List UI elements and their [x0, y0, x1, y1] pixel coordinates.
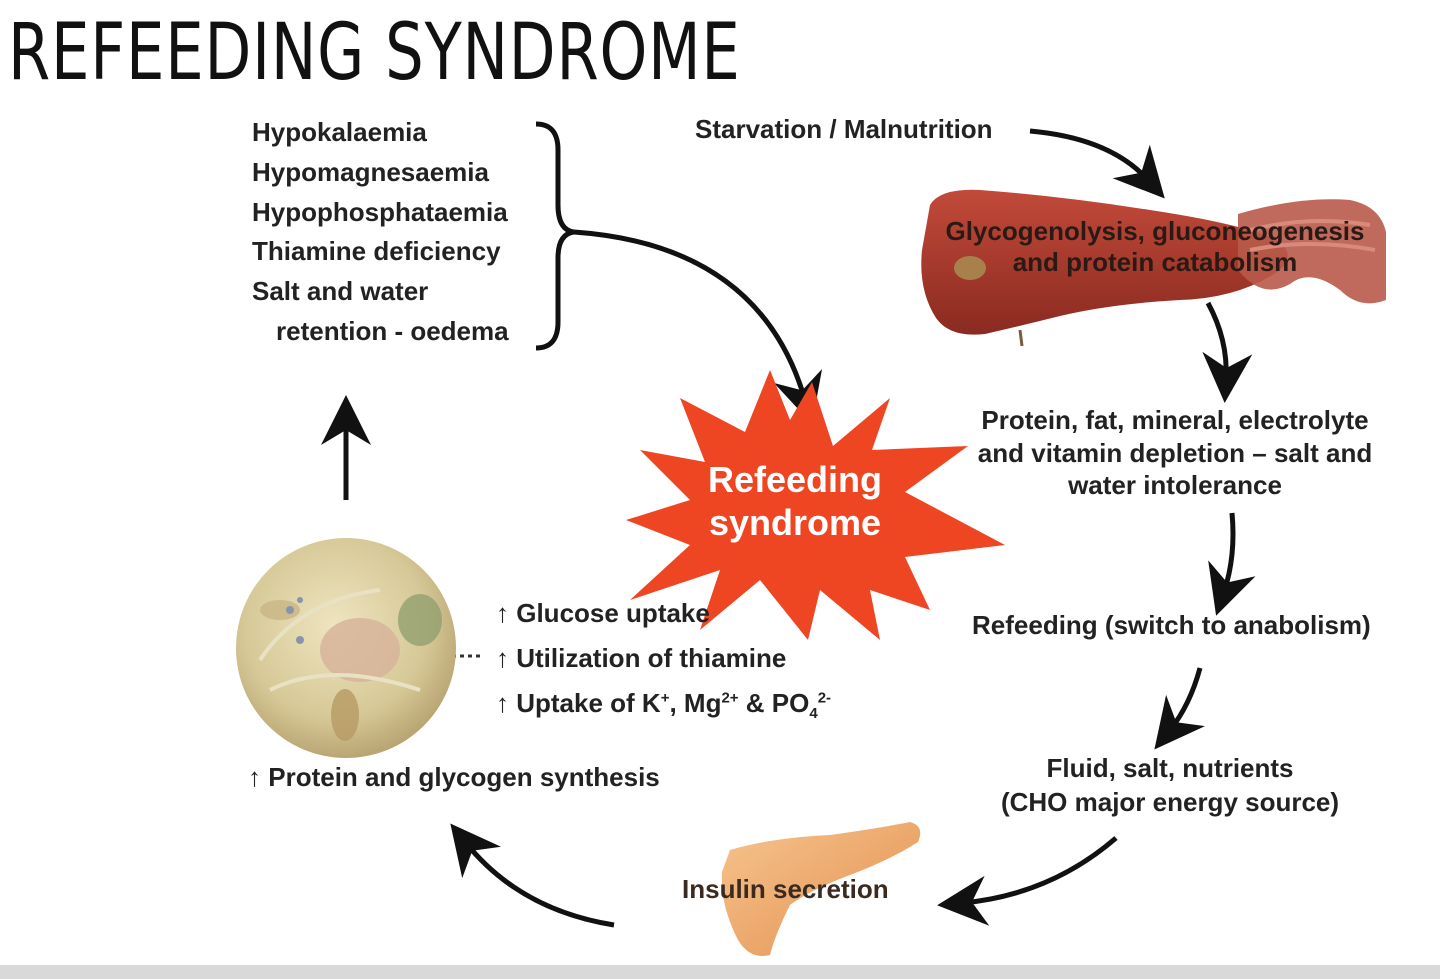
up-arrow-icon: ↑	[496, 643, 509, 673]
insulin-arrow	[450, 823, 615, 928]
pancreas-illustration	[721, 822, 921, 956]
symptom-item: retention - oedema	[276, 315, 509, 346]
k-charge: +	[660, 689, 670, 707]
effect-uptake: ↑ Uptake of K+, Mg2+ & PO42-	[496, 688, 831, 723]
footer-bar	[0, 965, 1440, 979]
fluid-line2: (CHO major energy source)	[1000, 786, 1340, 817]
page-title: REFEEDING SYNDROME	[8, 8, 741, 98]
symptom-item: Hypokalaemia	[252, 117, 427, 147]
fluid-arrow	[937, 836, 1118, 926]
po-charge: 2-	[817, 689, 832, 707]
effect-glucose: ↑ Glucose uptake	[496, 598, 710, 629]
depletion-label: Protein, fat, mineral, electrolyte and v…	[950, 404, 1400, 502]
catabolism-label: Glycogenolysis, gluconeogenesis and prot…	[920, 216, 1390, 278]
effect-uptake-text: Uptake of K	[516, 688, 661, 718]
symptom-item: Salt and water	[252, 276, 429, 307]
symptoms-brace	[535, 121, 575, 351]
symptom-item: Hypophosphataemia	[252, 196, 508, 227]
catabolism-line2: and protein catabolism	[1012, 247, 1298, 278]
fluid-label: Fluid, salt, nutrients (CHO major energy…	[960, 752, 1380, 820]
brace-to-burst-arrow	[573, 229, 823, 425]
po-subscript: 4	[809, 705, 818, 723]
catabolism-arrow	[1202, 301, 1253, 403]
mg-charge: 2+	[721, 689, 739, 707]
effect-glucose-text: Glucose uptake	[516, 598, 710, 628]
symptoms-list: Hypokalaemia Hypomagnesaemia Hypophospha…	[252, 117, 509, 356]
starvation-arrow	[1029, 128, 1165, 199]
center-label: Refeeding syndrome	[690, 458, 900, 544]
up-arrow-icon: ↑	[496, 688, 509, 718]
depletion-line3: water intolerance	[1068, 470, 1282, 500]
liver-illustration	[921, 189, 1288, 347]
center-label-line2: syndrome	[708, 502, 882, 544]
protein-synthesis-text: Protein and glycogen synthesis	[268, 762, 660, 792]
symptom-item: Thiamine deficiency	[252, 236, 501, 267]
refeeding-starburst	[626, 370, 1005, 640]
fluid-line1: Fluid, salt, nutrients	[1046, 753, 1294, 783]
cell-illustration	[236, 538, 456, 758]
starvation-label: Starvation / Malnutrition	[695, 114, 993, 144]
protein-synthesis-label: ↑ Protein and glycogen synthesis	[248, 762, 660, 793]
depletion-arrow	[1208, 512, 1256, 616]
up-arrow-icon: ↑	[248, 762, 261, 792]
catabolism-line1: Glycogenolysis, gluconeogenesis	[945, 216, 1365, 246]
effect-uptake-mid: , Mg	[669, 688, 722, 718]
refeeding-label: Refeeding (switch to anabolism)	[972, 610, 1371, 640]
up-arrow-icon: ↑	[496, 598, 509, 628]
depletion-line2: and vitamin depletion – salt and	[977, 437, 1373, 468]
refeeding-arrow	[1154, 667, 1206, 750]
effect-thiamine-text: Utilization of thiamine	[516, 643, 787, 673]
center-label-line1: Refeeding	[707, 459, 883, 500]
depletion-line1: Protein, fat, mineral, electrolyte	[981, 405, 1369, 435]
muscle-illustration	[1238, 199, 1386, 304]
insulin-label: Insulin secretion	[682, 874, 889, 904]
effect-thiamine: ↑ Utilization of thiamine	[496, 643, 786, 674]
symptom-item: Hypomagnesaemia	[252, 156, 489, 187]
effect-uptake-amp: & PO	[738, 688, 810, 718]
